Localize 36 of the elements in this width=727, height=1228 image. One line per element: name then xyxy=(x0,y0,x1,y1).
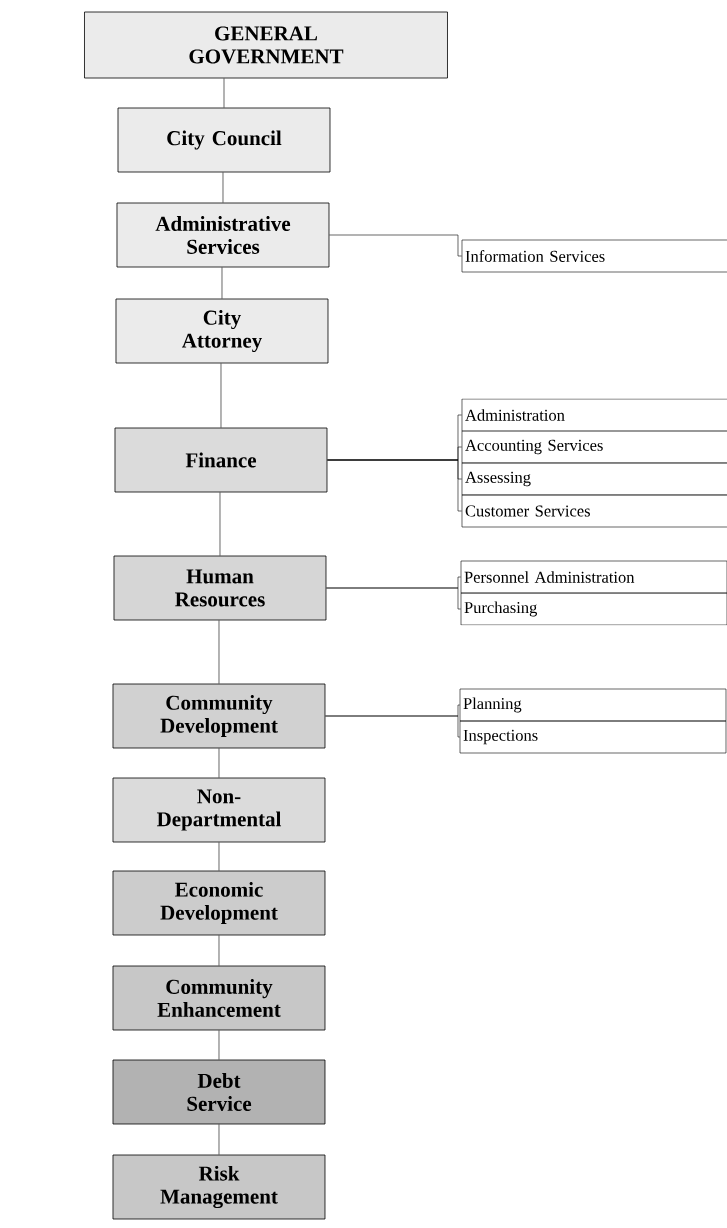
connector-line xyxy=(329,234,462,257)
department-box: Human Resources xyxy=(113,555,327,621)
connector-line xyxy=(326,587,461,610)
connector-line xyxy=(221,267,223,299)
division-box: Planning xyxy=(459,688,727,722)
division-box: Customer Services xyxy=(461,494,727,528)
connector-line xyxy=(218,935,220,966)
connector-line xyxy=(220,363,222,428)
connector-line xyxy=(218,842,220,871)
connector-line xyxy=(223,78,225,108)
department-box: Risk Management xyxy=(112,1154,326,1220)
department-box: Community Enhancement xyxy=(112,965,326,1031)
department-box: Finance xyxy=(114,427,328,493)
department-box: Community Development xyxy=(112,683,326,749)
connector-line xyxy=(218,1030,220,1060)
department-box: Administrative Services xyxy=(116,202,330,268)
department-box: City Council xyxy=(117,107,331,173)
department-box: Debt Service xyxy=(112,1059,326,1125)
department-box: GENERAL GOVERNMENT xyxy=(84,11,448,79)
connector-line xyxy=(218,748,220,778)
department-box: Non-Departmental xyxy=(112,777,326,843)
connector-line xyxy=(325,715,460,738)
department-box: City Attorney xyxy=(115,298,329,364)
division-box: Accounting Services xyxy=(461,430,727,464)
division-box: Purchasing xyxy=(460,592,727,626)
division-box: Assessing xyxy=(461,462,727,496)
connector-line xyxy=(222,172,224,203)
connector-line xyxy=(219,492,221,556)
connector-line xyxy=(218,1124,220,1155)
division-box: Inspections xyxy=(459,720,727,754)
department-box: Economic Development xyxy=(112,870,326,936)
connector-line xyxy=(327,459,462,512)
division-box: Information Services xyxy=(461,239,727,273)
connector-line xyxy=(218,620,220,684)
division-box: Administration xyxy=(461,398,727,432)
division-box: Personnel Administration xyxy=(460,560,727,594)
